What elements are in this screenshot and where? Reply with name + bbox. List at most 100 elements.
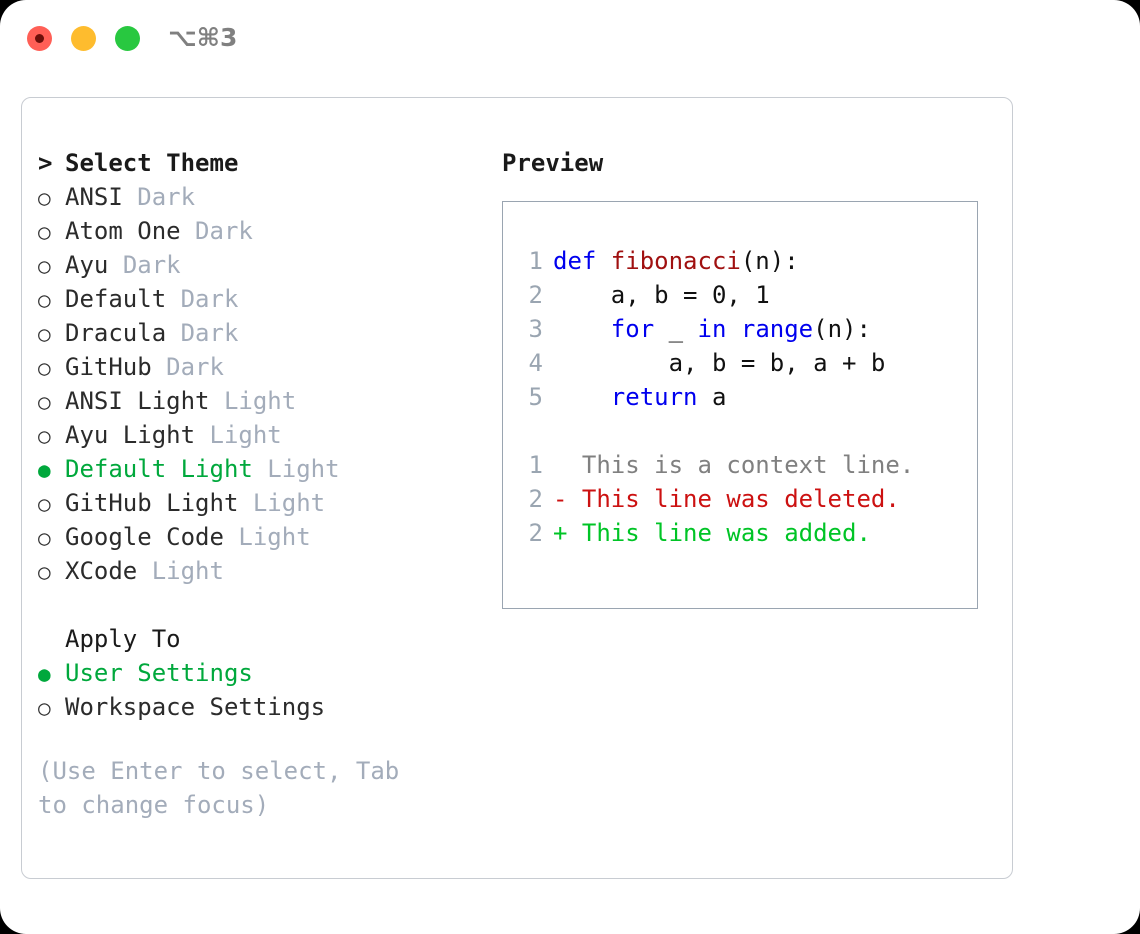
- traffic-lights: [27, 26, 140, 51]
- theme-mode-tag: Dark: [180, 285, 239, 313]
- diff-marker: [553, 451, 582, 479]
- radio-unselected-icon: ○: [38, 424, 51, 448]
- code-token: def: [553, 247, 611, 275]
- theme-name-label: Atom One: [65, 217, 181, 245]
- line-number: 2: [528, 519, 543, 547]
- keyboard-hint: (Use Enter to select, Tab to change focu…: [38, 757, 400, 819]
- diff-line: 2- This line was deleted.: [517, 482, 967, 516]
- code-line: 3 for _ in range(n):: [517, 312, 967, 346]
- line-number: 3: [528, 315, 543, 343]
- theme-list-item[interactable]: ○ Google Code Light: [38, 520, 478, 554]
- radio-unselected-icon: ○: [38, 254, 51, 278]
- code-line: 4 a, b = b, a + b: [517, 346, 967, 380]
- code-token: fibonacci: [610, 247, 741, 275]
- apply-to-option[interactable]: ●User Settings: [38, 656, 478, 690]
- line-number: 2: [528, 281, 543, 309]
- radio-unselected-icon: ○: [38, 560, 51, 584]
- code-token: (n):: [813, 315, 871, 343]
- preview-title: Preview: [502, 149, 604, 177]
- section-spacer: [38, 588, 478, 622]
- theme-name-label: XCode: [65, 557, 138, 585]
- radio-unselected-icon: ○: [38, 186, 51, 210]
- radio-unselected-icon: ○: [38, 492, 51, 516]
- code-token: range: [740, 315, 814, 343]
- theme-list-item[interactable]: ○ Ayu Light Light: [38, 418, 478, 452]
- theme-list-item[interactable]: ○ Dracula Dark: [38, 316, 478, 350]
- radio-unselected-icon: ○: [38, 220, 51, 244]
- code-token: a, b = b, a + b: [553, 349, 886, 377]
- minimize-button-icon[interactable]: [71, 26, 96, 51]
- theme-list-item[interactable]: ○ GitHub Light Light: [38, 486, 478, 520]
- maximize-button-icon[interactable]: [115, 26, 140, 51]
- apply-to-label: User Settings: [65, 659, 253, 687]
- apply-to-list: ●User Settings ○ Workspace Settings: [38, 656, 478, 724]
- theme-list-item[interactable]: ○ Ayu Dark: [38, 248, 478, 282]
- theme-list-item[interactable]: ●Default Light Light: [38, 452, 478, 486]
- code-token: in: [697, 315, 727, 343]
- apply-to-label: Workspace Settings: [65, 693, 326, 721]
- theme-list-item[interactable]: ○ Default Dark: [38, 282, 478, 316]
- theme-name-label: Dracula: [65, 319, 167, 347]
- theme-mode-tag: Dark: [195, 217, 253, 245]
- theme-name-label: Ayu Light: [65, 421, 196, 449]
- theme-name-label: Google Code: [65, 523, 224, 551]
- code-line: 2 a, b = 0, 1: [517, 278, 967, 312]
- close-button-icon[interactable]: [27, 26, 52, 51]
- theme-list-item[interactable]: ○ ANSI Dark: [38, 180, 478, 214]
- theme-mode-tag: Dark: [122, 251, 181, 279]
- theme-mode-tag: Light: [209, 421, 282, 449]
- caret-icon: >: [38, 149, 53, 177]
- code-token: [553, 383, 611, 411]
- theme-name-label: ANSI: [65, 183, 123, 211]
- theme-picker-column: >Select Theme ○ANSI Dark○Atom One Dark○A…: [38, 146, 478, 822]
- line-number: 5: [528, 383, 543, 411]
- diff-sample: 1 This is a context line.2- This line wa…: [517, 448, 967, 550]
- diff-line: 2+ This line was added.: [517, 516, 967, 550]
- theme-mode-tag: Light: [238, 523, 311, 551]
- diff-line: 1 This is a context line.: [517, 448, 967, 482]
- theme-name-label: Default: [65, 285, 167, 313]
- theme-list-item[interactable]: ○ Atom One Dark: [38, 214, 478, 248]
- select-theme-label: Select Theme: [65, 149, 239, 177]
- radio-unselected-icon: ○: [38, 696, 51, 720]
- theme-name-label: GitHub Light: [65, 489, 239, 517]
- main-panel: >Select Theme ○ANSI Dark○Atom One Dark○A…: [21, 97, 1013, 879]
- code-token: return: [610, 383, 698, 411]
- diff-text: This line was deleted.: [581, 485, 900, 513]
- line-number: 1: [528, 451, 543, 479]
- apply-to-option[interactable]: ○ Workspace Settings: [38, 690, 478, 724]
- panel-columns: >Select Theme ○ANSI Dark○Atom One Dark○A…: [22, 98, 1012, 878]
- theme-mode-tag: Light: [252, 489, 326, 517]
- line-number: 2: [528, 485, 543, 513]
- select-theme-header: > Select Theme: [38, 146, 478, 180]
- theme-list-item[interactable]: ○GitHub Dark: [38, 350, 478, 384]
- radio-unselected-icon: ○: [38, 526, 51, 550]
- code-token: (n):: [740, 247, 799, 275]
- radio-unselected-icon: ○: [38, 322, 51, 346]
- diff-text: This is a context line.: [581, 451, 915, 479]
- code-token: _: [654, 315, 698, 343]
- theme-mode-tag: Light: [223, 387, 297, 415]
- radio-unselected-icon: ○: [38, 288, 51, 312]
- theme-list-item[interactable]: ○XCode Light: [38, 554, 478, 588]
- theme-name-label: Ayu: [65, 251, 109, 279]
- theme-list: ○ ANSI Dark ○ Atom One Dark ○ Ayu Dark ○ Defaul…: [38, 180, 478, 588]
- code-token: for: [610, 315, 655, 343]
- code-line: 5 return a: [517, 380, 967, 414]
- diff-marker: -: [553, 485, 582, 513]
- line-number: 4: [528, 349, 543, 377]
- theme-mode-tag: Dark: [166, 353, 224, 381]
- theme-mode-tag: Dark: [137, 183, 196, 211]
- theme-mode-tag: Dark: [180, 319, 239, 347]
- radio-unselected-icon: ○: [38, 390, 51, 414]
- theme-name-label: GitHub: [65, 353, 152, 381]
- theme-list-item[interactable]: ○ANSI Light Light: [38, 384, 478, 418]
- apply-to-header: Apply To: [65, 625, 181, 653]
- diff-marker: +: [553, 519, 582, 547]
- code-token: a, b = 0, 1: [553, 281, 770, 309]
- code-token: [553, 315, 611, 343]
